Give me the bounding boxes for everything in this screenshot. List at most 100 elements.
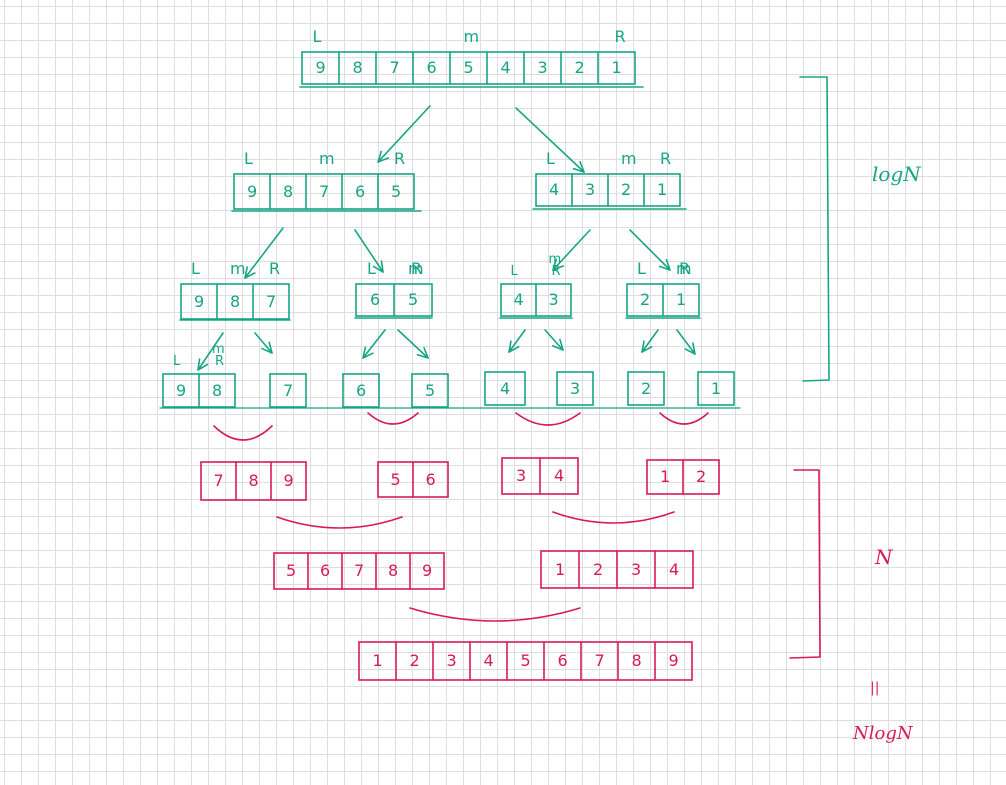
cell-value: 4 (500, 378, 511, 398)
cell-value: 1 (711, 378, 722, 398)
array-box-level1-left (233, 173, 415, 210)
cell-value: 6 (557, 651, 568, 670)
split-arrow (254, 332, 273, 354)
pointer-left-label: L (546, 149, 555, 168)
cell-value: 1 (611, 58, 622, 77)
cell-value: 7 (594, 651, 605, 670)
cell-value: 1 (660, 467, 671, 486)
pointer-mid-label: m (230, 259, 246, 278)
cell-value: 1 (657, 180, 668, 199)
cell-value: 4 (549, 180, 560, 199)
cell-value: 3 (537, 58, 548, 77)
n-annotation: N (875, 545, 893, 569)
cell-value: 9 (668, 651, 679, 670)
arrow-head (244, 266, 256, 279)
cell-value: 8 (230, 291, 241, 311)
pointer-mid-label: m (621, 149, 637, 168)
pointer-left-label: L (637, 259, 646, 278)
array-box-level3-g (627, 371, 665, 406)
cell-value: 7 (389, 58, 400, 77)
merge-curve (367, 412, 419, 425)
cell-value: 2 (696, 467, 707, 486)
cell-value: 1 (555, 559, 566, 579)
cell-value: 8 (352, 58, 363, 77)
arrow-head (658, 258, 671, 271)
cell-value: 1 (676, 290, 687, 309)
cell-value: 3 (548, 290, 559, 309)
arrow-head (508, 340, 520, 353)
cell-value: 7 (319, 181, 330, 201)
array-box-level3-f (556, 371, 594, 406)
cell-value: 6 (426, 58, 437, 77)
pointer-left-label: L (244, 149, 253, 168)
cell-value: 6 (370, 290, 381, 309)
cell-value: 7 (266, 291, 277, 311)
pointer-mid-label: m (319, 149, 335, 168)
cell-value: 5 (425, 380, 436, 400)
arrow-head (684, 342, 696, 355)
cell-value: 2 (641, 378, 652, 398)
arrow-head (197, 358, 209, 371)
cell-value: 5 (286, 561, 297, 580)
cell-value: 5 (391, 181, 402, 201)
cell-value: 9 (315, 58, 326, 77)
split-arrow (641, 329, 659, 353)
cell-value: 8 (631, 651, 642, 670)
cell-value: 7 (354, 561, 365, 580)
merged-box-final (358, 641, 693, 681)
arrow-head (362, 346, 374, 359)
cell-value: 1 (372, 651, 383, 670)
equals-annotation: || (870, 680, 880, 696)
arrow-head (552, 338, 564, 351)
log-n-annotation: logN (872, 162, 921, 186)
array-box-level0 (301, 51, 636, 85)
cell-value: 2 (621, 180, 632, 199)
pointer-left-label: L (191, 259, 200, 278)
arrow-head (572, 160, 585, 173)
split-bracket (799, 76, 830, 382)
cell-value: 5 (408, 290, 419, 309)
pointer-left-label: L (312, 27, 322, 46)
cell-value: 2 (574, 58, 585, 77)
arrow-head (641, 340, 653, 353)
cell-value: 9 (176, 380, 187, 400)
split-arrow (362, 329, 386, 359)
pointer-left-label: L (510, 264, 518, 279)
split-arrow (552, 229, 591, 271)
arrow-head (377, 150, 390, 163)
cell-value: 9 (247, 181, 258, 201)
merged-box-a (200, 461, 307, 501)
cell-value: 7 (283, 380, 294, 400)
pointer-right-label: R (551, 264, 561, 279)
array-box-level3-h (697, 371, 735, 406)
arrow-head (261, 341, 273, 354)
pointer-right-label: R (394, 149, 406, 168)
cell-value: 9 (194, 291, 205, 311)
cell-value: 9 (422, 561, 433, 580)
cell-value: 4 (554, 466, 565, 485)
pointer-mid-label: m (463, 27, 480, 46)
merged-box-level1-left (273, 552, 445, 590)
pointer-mid-label: m (408, 259, 424, 278)
n-log-n-annotation: NlogN (853, 723, 913, 744)
merge-bracket (789, 469, 821, 659)
cell-value: 6 (320, 561, 331, 580)
cell-value: 3 (631, 559, 642, 579)
cell-value: 9 (283, 471, 294, 490)
merge-curve (276, 516, 403, 529)
cell-value: 8 (388, 561, 399, 580)
merge-curve (659, 412, 709, 425)
merge-curve (409, 607, 581, 622)
split-arrow (354, 229, 384, 273)
array-box-level2-a (180, 283, 290, 320)
cell-value: 2 (640, 290, 651, 309)
cell-value: 2 (409, 651, 420, 670)
pointer-left-label: L (367, 259, 376, 278)
cell-value: 4 (483, 651, 494, 670)
cell-value: 3 (585, 180, 596, 199)
arrow-head (552, 258, 565, 271)
array-box-level3-b (269, 373, 307, 408)
pointer-right-label: R (614, 27, 626, 46)
pointer-mid-label: m (212, 342, 225, 357)
